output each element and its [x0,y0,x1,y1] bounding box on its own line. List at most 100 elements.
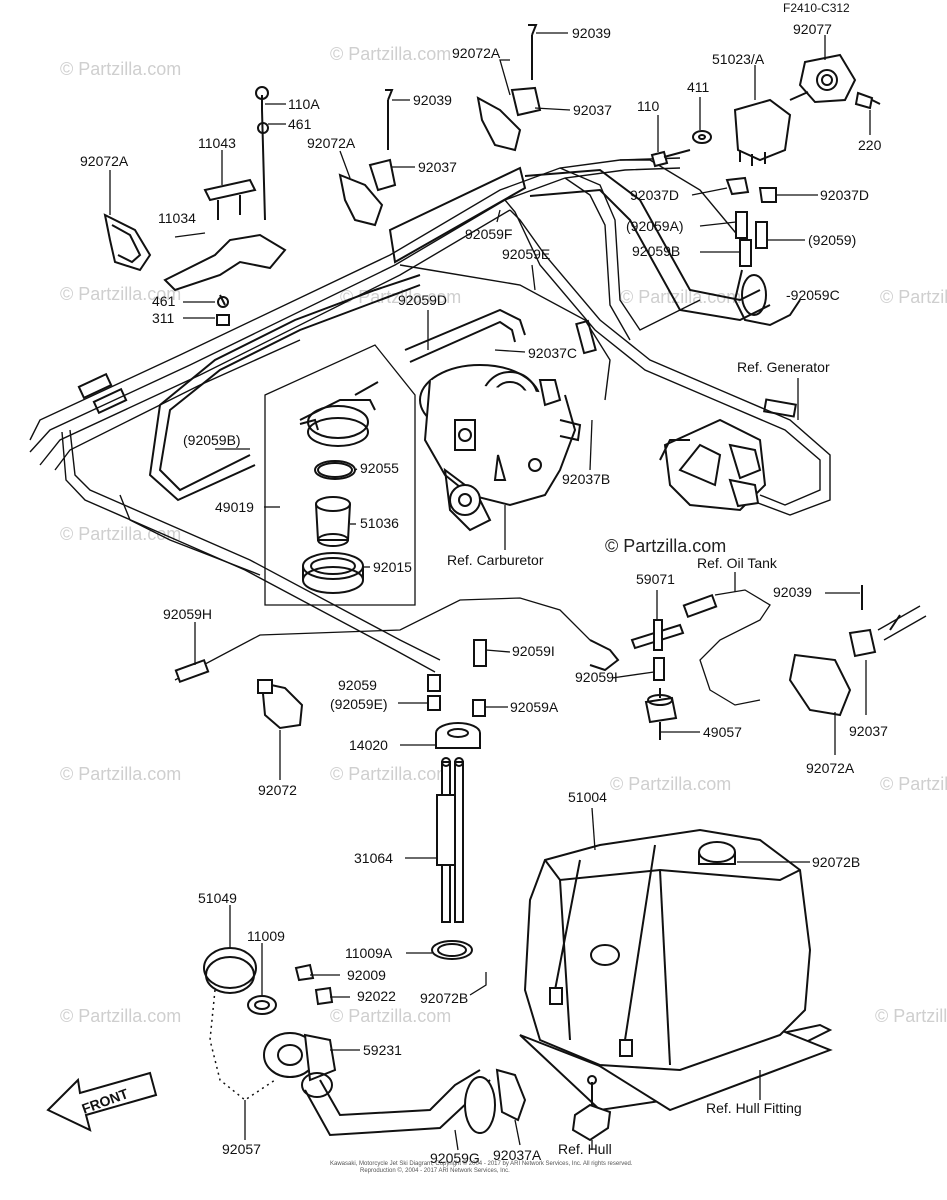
part-label-110: 110 [637,98,660,114]
part-label-ref-generator: Ref. Generator [737,359,830,375]
watermark: © Partzilla.com [880,774,947,794]
part-label-11043: 11043 [198,135,236,151]
part-label-92072: 92072 [258,782,297,798]
part-label-59231: 59231 [363,1042,402,1058]
part-label-92072A: 92072A [452,45,501,61]
watermark: © Partzilla.com [330,44,451,64]
watermark: © Partzilla.com [610,774,731,794]
part-label-92015: 92015 [373,559,412,575]
part-label-92039: 92039 [572,25,611,41]
part-label-92059D: 92059D [398,292,447,308]
part-label-ref-carburetor: Ref. Carburetor [447,552,544,568]
leader-lines [109,32,871,1151]
part-label-92059A: 92059A [510,699,559,715]
part-label-49019: 49019 [215,499,254,515]
part-label-11034: 11034 [158,210,196,226]
carburetor [419,364,582,532]
part-label-92059G: 92059G [430,1150,480,1166]
part-label-92059E: 92059E [502,246,550,262]
fuel-sender [431,722,481,960]
watermark: © Partzilla.com [60,764,181,784]
part-label-11009: 11009 [247,928,285,944]
part-label-92009: 92009 [347,967,386,983]
part-label-49057: 49057 [703,724,742,740]
part-label-92057: 92057 [222,1141,261,1157]
part-label-92059B-ref: (92059B) [183,432,241,448]
watermark: © Partzilla.com [60,1006,181,1026]
part-labels: 92039 92072A 92037 92039 110A 461 92072A… [80,21,888,1166]
part-label-59071: 59071 [636,571,675,587]
part-label-92059C: -92059C [786,287,840,303]
part-label-92072B: 92072B [420,990,468,1006]
watermark: © Partzilla.com [330,764,451,784]
watermark-layer: © Partzilla.com © Partzilla.com © Partzi… [60,44,947,1034]
part-label-92059E-ref: (92059E) [330,696,388,712]
fuel-pump-51023 [650,53,881,327]
part-label-92037: 92037 [849,723,888,739]
part-label-461: 461 [288,116,312,132]
clamps-upper [103,24,542,272]
watermark: © Partzilla.com [60,59,181,79]
part-label-92037B: 92037B [562,471,610,487]
part-label-92059A-ref: (92059A) [626,218,684,234]
oil-tank-connectors [174,585,927,740]
part-label-ref-hull: Ref. Hull [558,1141,612,1157]
part-label-51023A: 51023/A [712,51,765,67]
part-label-ref-hull-fitting: Ref. Hull Fitting [706,1100,802,1116]
part-label-92059H: 92059H [163,606,212,622]
generator [659,418,767,512]
part-label-411: 411 [687,79,710,95]
part-label-92059-ref: (92059) [808,232,856,248]
watermark: © Partzilla.com [880,287,947,307]
part-label-31064: 31064 [354,850,393,866]
part-label-92037: 92037 [573,102,612,118]
front-direction-arrow: FRONT [46,1071,158,1132]
watermark: © Partzilla.com [330,1006,451,1026]
part-label-92037D: 92037D [820,187,869,203]
watermark: © Partzilla.com [875,1006,947,1026]
footer-copyright: Kawasaki, Motorcycle Jet Ski Diagram, Co… [330,1160,633,1167]
hose-92059d [148,274,526,502]
part-label-92037A: 92037A [493,1147,542,1163]
part-label-14020: 14020 [349,737,388,753]
watermark: © Partzilla.com [60,284,181,304]
part-label-92039: 92039 [413,92,452,108]
part-label-220: 220 [858,137,882,153]
filter-kit-49019 [264,344,416,606]
part-label-51049: 51049 [198,890,237,906]
part-label-461: 461 [152,293,176,309]
part-label-ref-oil-tank: Ref. Oil Tank [697,555,778,571]
part-label-92039: 92039 [773,584,812,600]
part-label-92072B: 92072B [812,854,860,870]
part-label-92059F: 92059F [465,226,512,242]
filler-hose-92059g [301,1068,527,1137]
fuel-tank-51004 [519,828,833,1112]
part-label-92037D: 92037D [630,187,679,203]
watermark: © Partzilla.com [620,287,741,307]
footer-copyright-2: Reproduction ©, 2004 - 2017 ARI Network … [360,1167,510,1174]
watermark-strong: © Partzilla.com [605,536,726,556]
filler-cap-assembly [203,947,337,1101]
figure-code: F2410-C312 [783,1,850,15]
main-fuel-lines [29,157,831,673]
part-label-311: 311 [152,310,175,326]
part-label-92072A: 92072A [806,760,855,776]
part-label-92037: 92037 [418,159,457,175]
part-label-51004: 51004 [568,789,607,805]
part-label-110A: 110A [288,96,320,112]
part-label-92055: 92055 [360,460,399,476]
hull-ref-part [571,1075,612,1142]
part-label-92077: 92077 [793,21,832,37]
part-label-92037C: 92037C [528,345,577,361]
lower-small-parts [257,674,486,730]
part-label-92059: 92059 [338,677,377,693]
part-label-92059I: 92059I [512,643,555,659]
part-label-92072A: 92072A [307,135,356,151]
part-label-92072A: 92072A [80,153,129,169]
part-label-92059B: 92059B [632,243,680,259]
part-label-92022: 92022 [357,988,396,1004]
part-label-51036: 51036 [360,515,399,531]
part-label-11009A: 11009A [345,945,393,961]
bracket-11034 [163,86,287,326]
